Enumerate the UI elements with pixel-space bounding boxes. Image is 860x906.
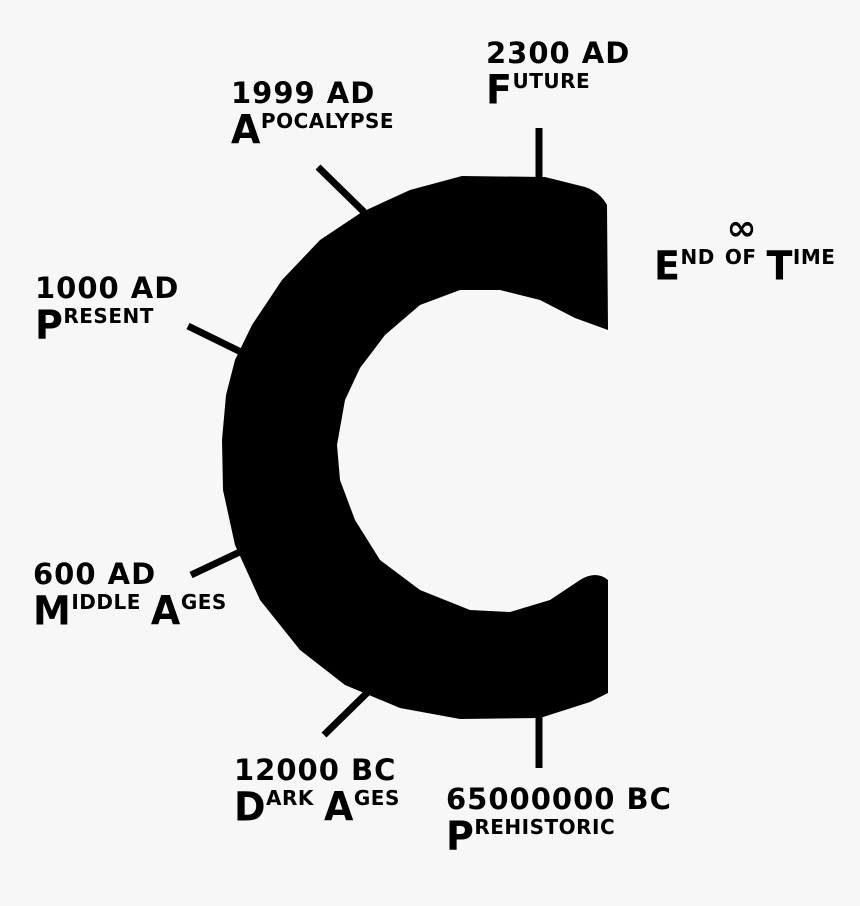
marker-present: 1000 AD Present [35,271,180,349]
marker-prehistoric: 65000000 BC Prehistoric [446,782,672,860]
marker-era: MiddleAges [33,587,227,635]
marker-future: 2300 AD Future [486,36,631,114]
marker-year: 12000 BC [234,753,397,787]
marker-era: Prehistoric [446,812,616,860]
marker-era: Apocalypse [231,106,395,154]
tick-apocalypse [315,164,367,215]
marker-end-of-time: ∞ EndofTime [654,208,836,290]
marker-year: 1000 AD [35,271,180,305]
marker-era: DarkAges [234,783,400,831]
marker-apocalypse: 1999 AD Apocalypse [231,76,404,154]
tick-middle-ages [189,546,246,579]
marker-era: Present [35,301,154,349]
marker-year: 600 AD [33,557,157,591]
tick-dark-ages [321,685,375,738]
marker-era: Future [486,66,591,114]
infinity-icon: ∞ [726,208,757,249]
c-ring-shape [222,176,608,719]
marker-dark-ages: 12000 BC DarkAges [234,753,410,831]
tick-present [186,322,245,357]
marker-middle-ages: 600 AD MiddleAges [33,557,237,635]
marker-year: 65000000 BC [446,782,672,816]
marker-year: 1999 AD [231,76,376,110]
marker-era: EndofTime [654,242,836,290]
marker-year: 2300 AD [486,36,631,70]
